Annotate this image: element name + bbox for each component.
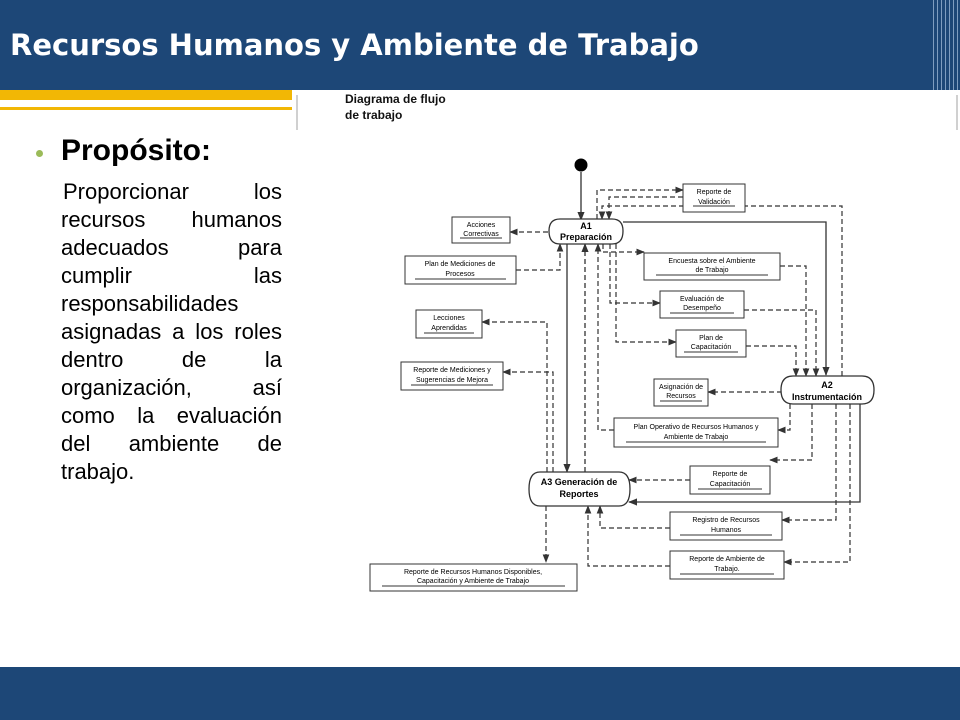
flow-envreport-to-a3: [584, 505, 670, 567]
flow-a2-to-operative: [777, 404, 791, 434]
svg-text:Reporte de Recursos Humanos Di: Reporte de Recursos Humanos Disponibles,…: [404, 569, 542, 585]
connectors: [563, 172, 861, 506]
flow-survey-to-a2: [780, 265, 810, 377]
flow-a2-to-a3: [628, 400, 861, 506]
diagram-caption: Diagrama de flujo de trabajo: [345, 92, 449, 122]
flow-a2-to-envreport: [783, 404, 851, 566]
divider-line-right: [956, 95, 958, 130]
flow-a2-to-registry: [781, 404, 837, 524]
flow-a1-to-evaluation: [609, 244, 661, 307]
accent-bar: [0, 90, 292, 100]
title-bar: Recursos Humanos y Ambiente de Trabajo: [0, 0, 960, 90]
svg-text:Plan Operativo de Recursos Hum: Plan Operativo de Recursos Humanos yAmbi…: [634, 424, 759, 441]
flow-a1-to-plan-cap: [615, 244, 677, 346]
title-bar-stripes: [930, 0, 960, 90]
flow-operative-to-a1: [594, 243, 614, 431]
accent-line: [0, 107, 292, 110]
flow-eval-to-a2: [744, 309, 820, 377]
doc-reporte-recursos-disponibles: Reporte de Recursos Humanos Disponibles,…: [369, 563, 578, 592]
flow-validation-to-a1: [605, 196, 683, 220]
flow-a1-to-validation: [596, 186, 684, 219]
start-node: [574, 158, 588, 172]
flow-registry-to-a3: [596, 505, 670, 529]
purpose-heading: Propósito:: [61, 134, 211, 167]
divider-line: [296, 95, 298, 130]
flow-a1-to-a2: [623, 221, 830, 376]
flow-process-plan-to-a1: [516, 243, 564, 271]
flow-a2-to-capreport: [769, 404, 813, 464]
flow-plancap-to-a2: [746, 345, 800, 377]
flow-a3-to-lessons: [481, 318, 548, 472]
bullet-dot: [36, 150, 43, 157]
slide-title: Recursos Humanos y Ambiente de Trabajo: [10, 28, 699, 62]
flow-a1-to-survey: [602, 244, 645, 256]
footer-bar: [0, 667, 960, 720]
purpose-text: Proporcionar los recursos humanos adecua…: [61, 179, 282, 484]
flow-a3-to-measurement-report: [502, 368, 554, 472]
